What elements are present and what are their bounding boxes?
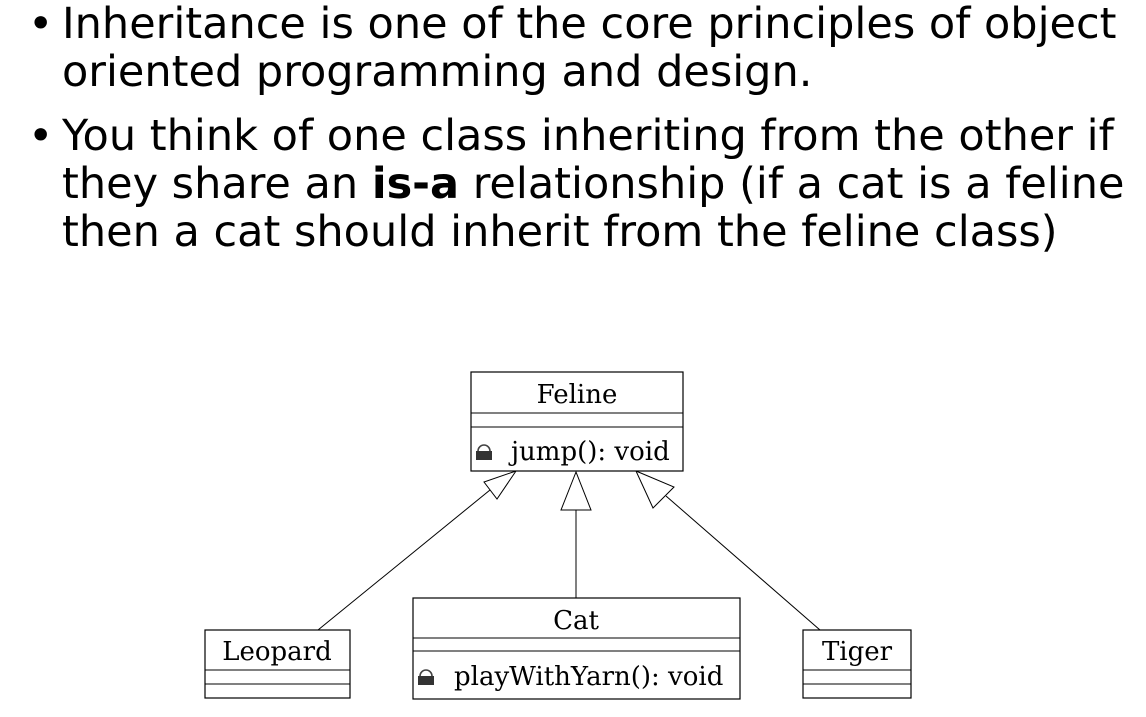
edge-leopard-feline [317, 489, 491, 631]
bullet-marker: • [28, 0, 54, 49]
class-name-tiger: Tiger [822, 637, 893, 667]
bullet-text-2-end: relationship (if a cat is a feline then … [62, 159, 1125, 257]
class-name-cat: Cat [553, 606, 599, 636]
generalization-arrow-tiger [635, 470, 675, 509]
class-name-leopard: Leopard [222, 637, 332, 667]
class-name-feline: Feline [537, 380, 618, 410]
generalization-arrow-leopard [483, 470, 518, 500]
bullet-item-1: • Inheritance is one of the core princip… [26, 0, 1126, 96]
bullet-text-1: Inheritance is one of the core principle… [62, 0, 1117, 97]
generalization-arrow-cat [560, 470, 592, 511]
bullet-emphasis-is-a: is-a [371, 159, 460, 209]
bullet-marker: • [28, 111, 54, 161]
edge-tiger-feline [665, 495, 821, 631]
method-cat-playwithyarn: playWithYarn(): void [454, 662, 723, 692]
bullet-text-2-start: You think of one class inheriting from t… [62, 111, 1114, 209]
bullet-item-2: • You think of one class inheriting from… [26, 112, 1126, 256]
bullet-list: • Inheritance is one of the core princip… [26, 0, 1126, 256]
class-feline: Feline jump(): void [470, 371, 684, 472]
inheritance-edges [317, 470, 821, 631]
class-tiger: Tiger [802, 629, 912, 699]
class-cat: Cat playWithYarn(): void [412, 597, 741, 700]
method-feline-jump: jump(): void [508, 437, 670, 467]
class-leopard: Leopard [204, 629, 351, 699]
